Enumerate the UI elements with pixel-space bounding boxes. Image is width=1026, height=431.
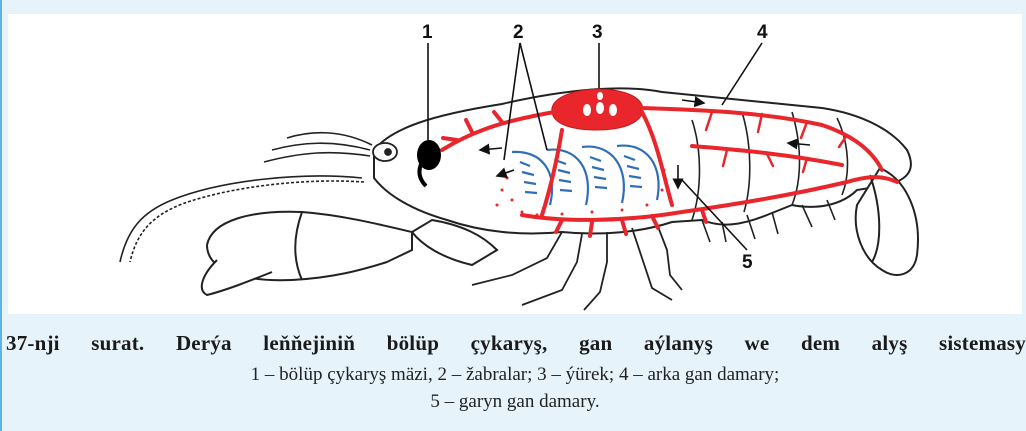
label-4: 4 — [757, 22, 768, 43]
figure-legend-line-2: 5 – garyn gan damary. — [2, 391, 1026, 413]
cheliped-claw — [202, 212, 497, 295]
crayfish-anatomy-diagram: 1 2 3 4 5 — [2, 0, 1026, 320]
label-1: 1 — [422, 22, 433, 43]
label-2: 2 — [513, 22, 524, 43]
head-eye — [373, 143, 397, 161]
heart — [552, 89, 643, 130]
walking-legs — [472, 224, 682, 310]
label-3: 3 — [592, 22, 603, 43]
figure-legend-line-1: 1 – bölüp çykaryş mäzi, 2 – žabralar; 3 … — [2, 364, 1026, 386]
label-5: 5 — [742, 252, 753, 273]
figure-caption-title: 37-nji surat. Derýa leňňejiniň bölüp çyk… — [6, 331, 1026, 356]
